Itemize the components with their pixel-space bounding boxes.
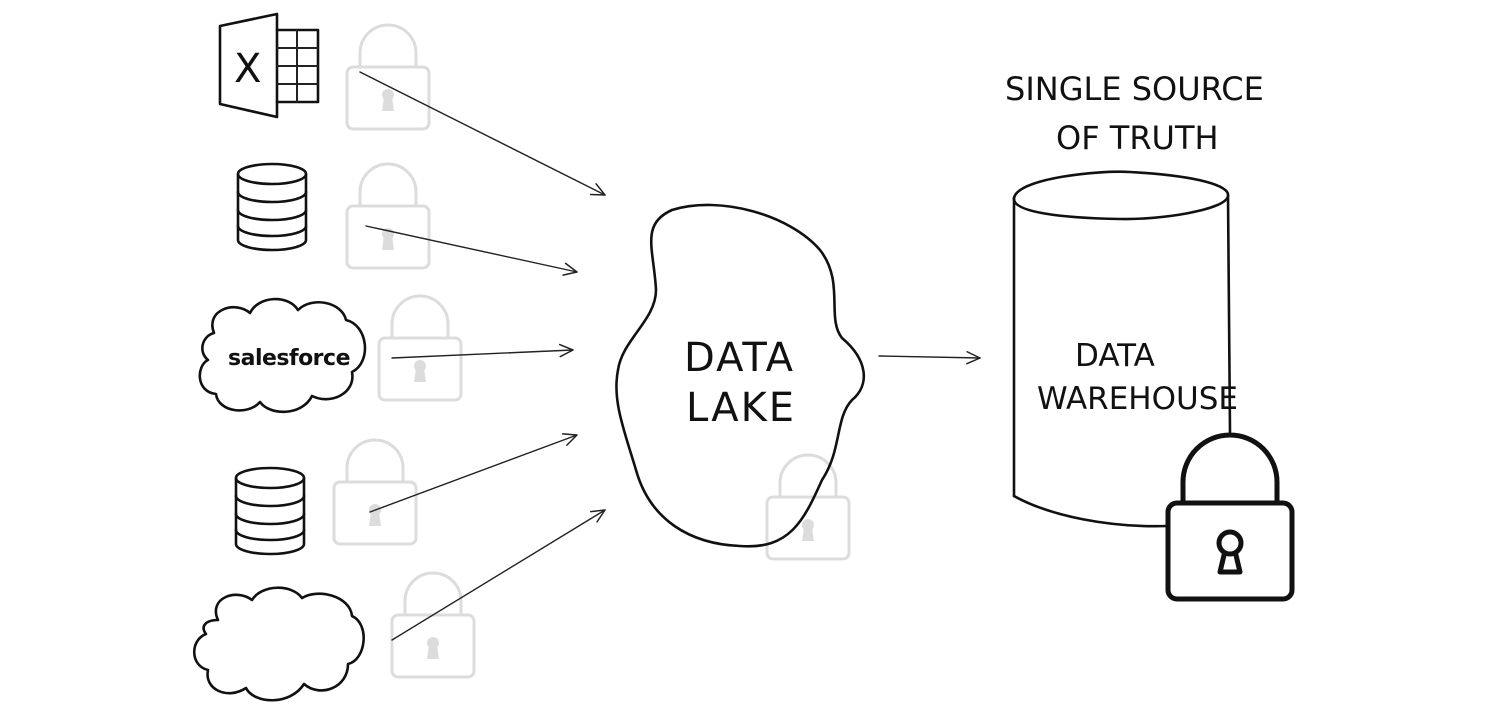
faded-lock-icon (345, 23, 431, 131)
single-source-heading-line1: SINGLE SOURCE (1005, 70, 1264, 108)
data-warehouse-label-line2: WAREHOUSE (1037, 381, 1238, 417)
cloud-icon (192, 586, 365, 702)
flow-arrow (878, 350, 981, 365)
faded-lock-icon (377, 294, 463, 402)
data-lake-label-line2: LAKE (686, 385, 796, 431)
salesforce-label: salesforce (228, 346, 350, 371)
faded-lock-icon (765, 453, 851, 561)
single-source-heading-line2: OF TRUTH (1056, 119, 1219, 157)
flow-arrow (359, 71, 606, 196)
flow-arrow (365, 225, 578, 276)
salesforce-cloud-icon: salesforce (198, 297, 367, 414)
faded-lock-icon (390, 571, 476, 679)
data-lake-label-line1: DATA (684, 335, 795, 381)
data-warehouse-label-line1: DATA (1075, 338, 1155, 374)
data-lake-blob: DATA LAKE (615, 203, 866, 548)
data-warehouse-cylinder: DATA WAREHOUSE (1012, 170, 1238, 528)
faded-lock-icon (345, 162, 431, 270)
spreadsheet-glyph: X (234, 46, 261, 92)
flow-arrow (391, 509, 606, 641)
database-icon (236, 162, 308, 252)
spreadsheet-icon: X (218, 12, 320, 119)
flow-arrow (369, 433, 578, 513)
faded-lock-icon (332, 438, 418, 546)
lock-icon (1165, 432, 1295, 602)
flow-arrow (391, 343, 574, 359)
database-icon (234, 466, 306, 556)
